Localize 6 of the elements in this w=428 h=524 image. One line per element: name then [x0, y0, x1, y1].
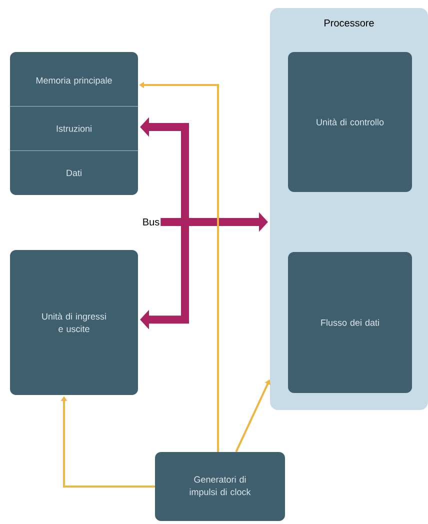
unit-box: Unità di ingressi e uscite — [10, 250, 138, 395]
clock-generator-box: Generatori di impulsi di clock — [155, 452, 285, 521]
unit-box: Flusso dei dati — [288, 252, 412, 393]
bus-label: Bus — [143, 218, 160, 226]
unit-box: Unità di controllo — [288, 52, 412, 192]
memory-box: Memoria principale Istruzioni Dati — [10, 52, 138, 195]
